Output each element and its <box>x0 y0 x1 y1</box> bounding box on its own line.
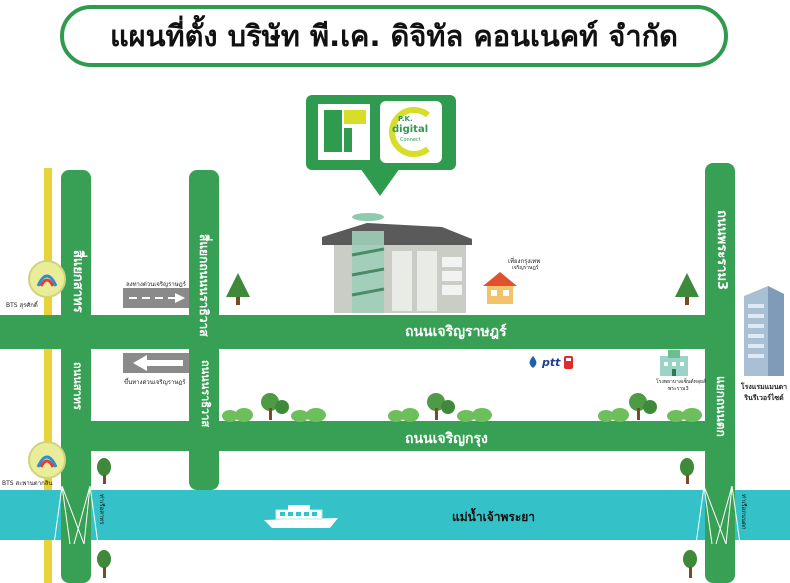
bts-surasak-label: BTS สุรศักดิ์ <box>6 302 38 309</box>
road-rama3 <box>705 163 735 583</box>
bts-logo-icon <box>36 455 58 468</box>
brand-line2: digital <box>392 124 429 135</box>
shrub-row-middle <box>388 393 492 422</box>
arrow-right-icon <box>129 293 185 303</box>
house-label: เที่ยงกรุงเทพ <box>508 258 541 265</box>
company-brand-badge: P.K. digital Connect <box>380 101 442 163</box>
arrow-left-icon <box>133 355 183 371</box>
shrub-row-left <box>222 393 326 422</box>
flyover-down-ramp <box>123 353 189 373</box>
label-pier-rama3: ท่าเรือถนนตก <box>740 494 747 530</box>
hospital-sub-label: พระราม3 <box>668 386 689 392</box>
bts-logo-icon <box>36 274 58 287</box>
label-pier-sathorn: ท่าเรือสาทร <box>98 494 105 525</box>
house-icon <box>483 272 517 304</box>
hotel-building-icon <box>744 286 784 376</box>
label-narathiwat-bottom: ถนนนราธิวาส <box>199 360 212 428</box>
office-building-icon <box>322 213 472 313</box>
brand-line1: P.K. <box>398 115 413 123</box>
bts-station-saphan-taksin <box>28 441 66 479</box>
tree-icon <box>97 550 111 578</box>
flame-icon <box>529 356 537 368</box>
flyover-up-ramp <box>123 288 189 308</box>
bridge-right-icon <box>696 486 741 544</box>
bts-line <box>44 168 52 583</box>
brand-line3: Connect <box>400 137 421 143</box>
bts-station-surasak <box>28 260 66 298</box>
flyover-up-label: ลงทางด่วนเจริญราษฎร์ <box>126 281 186 288</box>
river-label: แม่น้ำเจ้าพระยา <box>452 510 536 524</box>
tree-icon <box>675 273 699 305</box>
label-charoen-rat: ถนนเจริญราษฎร์ <box>405 324 507 340</box>
flyover-down-label: ขึ้นทางด่วนเจริญราษฎร์ <box>124 379 186 386</box>
page-title: แผนที่ตั้ง บริษัท พี.เค. ดิจิทัล คอนเนคท… <box>109 19 679 53</box>
tree-icon <box>683 550 697 578</box>
hospital-icon <box>660 350 688 376</box>
boat-icon <box>264 505 338 528</box>
road-charoen-rat <box>0 315 735 349</box>
title-banner: แผนที่ตั้ง บริษัท พี.เค. ดิจิทัล คอนเนคท… <box>60 5 728 67</box>
label-narathiwat-top: สี่แยกถนนนราธิวาส <box>197 234 211 337</box>
house-sub-label: เจริญราษฎร์ <box>512 265 539 271</box>
hospital-label: โรงพยาบาลเซ็นต์หลุยส์ <box>656 379 706 385</box>
brand-ring-icon <box>389 107 430 157</box>
callout-pointer <box>360 168 400 196</box>
bts-saphan-taksin-label: BTS สะพานตากสิน <box>2 480 53 487</box>
chao-phraya-river <box>0 490 790 540</box>
shrub-row-right <box>598 393 702 422</box>
fuel-pump-icon <box>564 356 574 369</box>
hotel-label: โรงแรมแมนดารินรีเวอร์ไซด์ <box>740 383 788 402</box>
ptt-logo: ptt <box>527 354 575 370</box>
tree-icon <box>680 458 694 484</box>
label-rama3-bottom: แยกถนนตก <box>714 376 728 437</box>
tree-icon <box>226 273 250 305</box>
label-sathorn-bottom: ถนนสาทร <box>71 362 84 410</box>
tree-icon <box>97 458 111 484</box>
label-sathorn-top: สี่แยกสาทร <box>70 250 85 313</box>
label-charoen-krung: ถนนเจริญกรุง <box>405 431 488 447</box>
label-rama3-top: ถนนพระราม3 <box>714 210 729 291</box>
company-icon-square <box>318 104 370 160</box>
road-charoen-krung <box>61 421 735 451</box>
bridge-left-icon <box>54 486 99 544</box>
ptt-text: ptt <box>542 355 561 369</box>
